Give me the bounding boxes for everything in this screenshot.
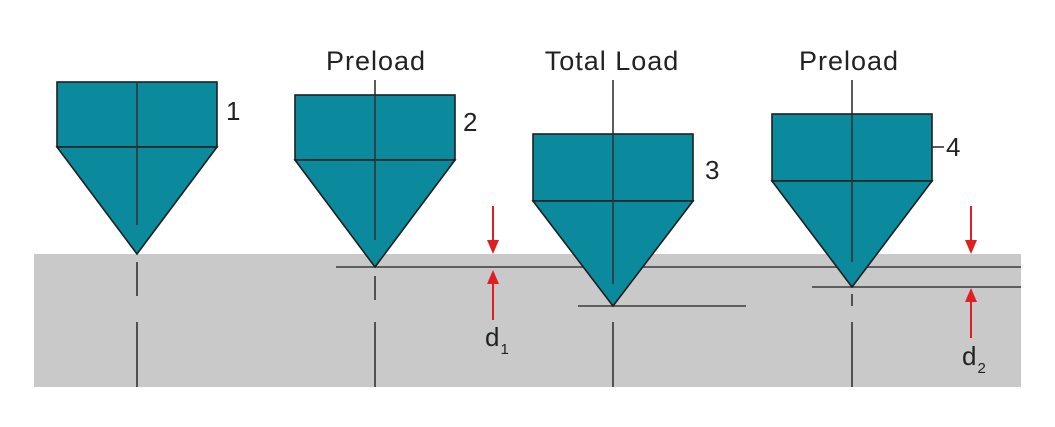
- d1-dimension: [487, 206, 499, 320]
- d2-label-main: d: [962, 341, 976, 371]
- stage-2-load-label: Preload: [326, 46, 426, 76]
- d1-arrowhead-up: [487, 270, 499, 284]
- step-2-label: 2: [463, 107, 477, 137]
- step-1-label: 1: [226, 96, 240, 126]
- d2-arrowhead-down: [965, 240, 977, 254]
- d2-arrowhead-up: [965, 288, 977, 302]
- d1-label-subscript: 1: [500, 341, 508, 358]
- indenter-4: [770, 80, 944, 387]
- stage-4-load-label: Preload: [799, 46, 899, 76]
- indenter-1: [55, 81, 219, 387]
- d1-label: d1: [485, 322, 509, 358]
- indenter-2: [293, 80, 457, 387]
- step-3-label: 3: [705, 155, 719, 185]
- step-4-label: 4: [946, 132, 960, 162]
- indenter-3: [531, 80, 695, 387]
- stage-3-load-label: Total Load: [545, 46, 680, 76]
- d1-label-main: d: [485, 322, 499, 352]
- d1-arrowhead-down: [487, 240, 499, 254]
- d2-label: d2: [962, 341, 986, 377]
- d2-dimension: [965, 206, 977, 338]
- d2-label-subscript: 2: [977, 360, 985, 377]
- specimen-block: [34, 254, 1021, 387]
